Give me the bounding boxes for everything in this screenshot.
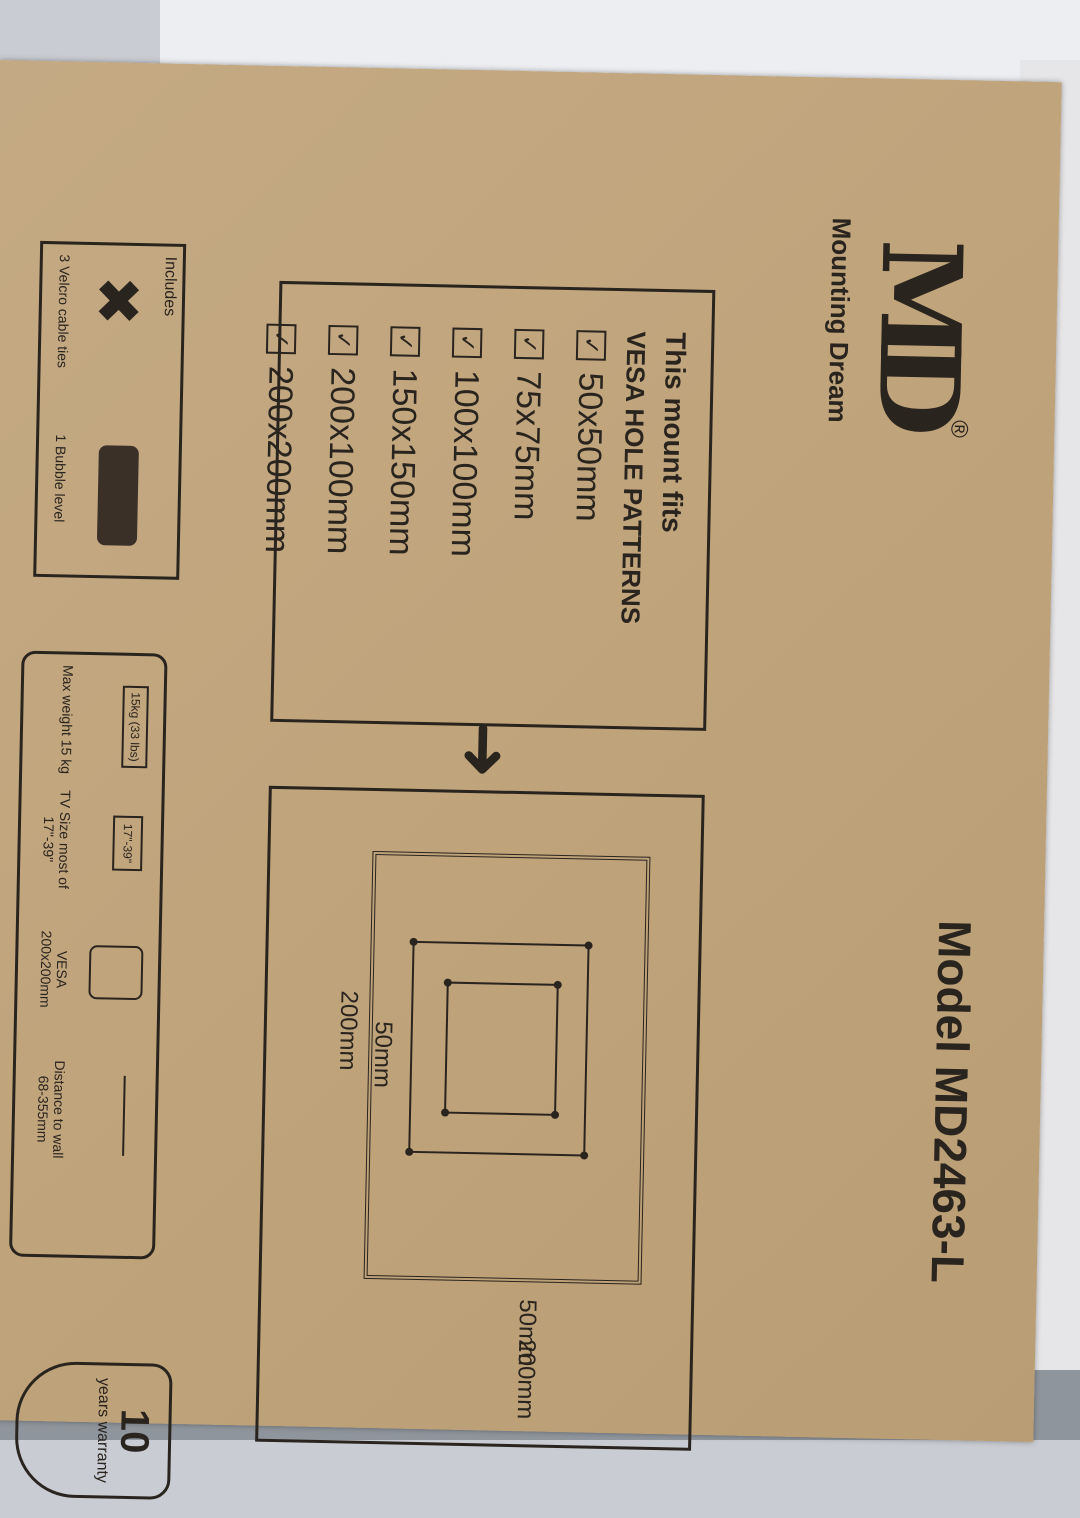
logo-mark-icon: MD	[853, 237, 987, 418]
brand-name: Mounting Dream	[822, 217, 857, 424]
includes-item: 1 Bubble level	[51, 434, 70, 523]
tv-size-icon: 17"-39"	[112, 815, 144, 872]
dim-50mm-vertical: 50mm	[368, 1020, 397, 1089]
includes-item: 3 Velcro cable ties	[54, 254, 73, 369]
hole-pattern-lines	[405, 937, 593, 1160]
vesa-pattern-item: ✓ 200x100mm	[319, 324, 364, 555]
vesa-fits-panel: This mount fits VESA HOLE PATTERNS ✓ 50x5…	[258, 280, 716, 731]
cable-ties-icon: ✖	[83, 274, 152, 327]
checkbox-icon: ✓	[327, 324, 359, 356]
warranty-years: 10	[111, 1408, 157, 1454]
warranty-shield-icon: 10 years warranty	[13, 1360, 173, 1500]
spec-distance: Distance to wall 68-355mm	[34, 1060, 69, 1159]
vesa-pattern-item: ✓ 200x200mm	[257, 323, 302, 554]
checkbox-icon: ✓	[265, 323, 297, 355]
spec-tv-size: TV Size most of 17"-39"	[40, 789, 74, 890]
vesa-pattern-item: ✓ 75x75mm	[505, 328, 550, 559]
arrow-right-icon: ➜	[445, 719, 525, 780]
model-number: MD2463-L	[921, 1065, 979, 1284]
vesa-pattern-item: ✓ 150x150mm	[381, 326, 426, 556]
model-prefix: Model	[926, 919, 982, 1054]
warranty-text: years warranty	[93, 1377, 113, 1484]
vesa-pattern-label: 75x75mm	[506, 370, 549, 521]
spec-max-weight: Max weight 15 kg	[58, 664, 77, 775]
checkbox-icon: ✓	[513, 328, 545, 360]
includes-panel: Includes ✖ 3 Velcro cable ties 1 Bubble …	[33, 240, 187, 580]
specs-panel: 15kg (33 lbs) Max weight 15 kg 17"-39" T…	[8, 650, 168, 1260]
cardboard-box: MD ® Mounting Dream Model MD2463-L This …	[0, 60, 1062, 1500]
fits-title: This mount fits	[656, 331, 692, 534]
vesa-pattern-item: ✓ 50x50mm	[567, 330, 612, 560]
vesa-pattern-label: 200x100mm	[320, 366, 363, 555]
vesa-pattern-label: 100x100mm	[444, 369, 487, 558]
dim-200mm-horizontal: 200mm	[511, 1339, 541, 1420]
checkbox-icon: ✓	[389, 326, 421, 357]
vesa-icon	[88, 945, 144, 1001]
box-print: MD ® Mounting Dream Model MD2463-L This …	[0, 180, 1017, 1500]
model-label: Model MD2463-L	[921, 920, 983, 1284]
checkbox-icon: ✓	[451, 327, 483, 359]
dim-200mm-vertical: 200mm	[333, 990, 363, 1071]
vesa-pattern-label: 150x150mm	[382, 368, 425, 557]
vesa-pattern-label: 50x50mm	[568, 372, 611, 523]
weight-icon: 15kg (33 lbs)	[121, 685, 149, 769]
vesa-pattern-label: 200x200mm	[258, 365, 301, 554]
tv-back-diagram: 50mm 200mm 50mm 200mm	[255, 785, 705, 1451]
spec-vesa: VESA 200x200mm	[37, 930, 71, 1008]
brand-logo: MD ® Mounting Dream	[823, 217, 997, 438]
vesa-pattern-list: ✓50x50mm ✓75x75mm ✓100x100mm ✓150x150mm …	[235, 323, 612, 560]
registered-mark: ®	[945, 419, 973, 439]
vesa-heading: VESA HOLE PATTERNS	[615, 331, 652, 625]
distance-icon	[122, 1075, 126, 1156]
includes-title: Includes	[160, 256, 179, 317]
checkbox-icon: ✓	[575, 330, 607, 361]
bubble-level-icon	[96, 445, 139, 546]
vesa-pattern-item: ✓ 100x100mm	[443, 327, 488, 557]
